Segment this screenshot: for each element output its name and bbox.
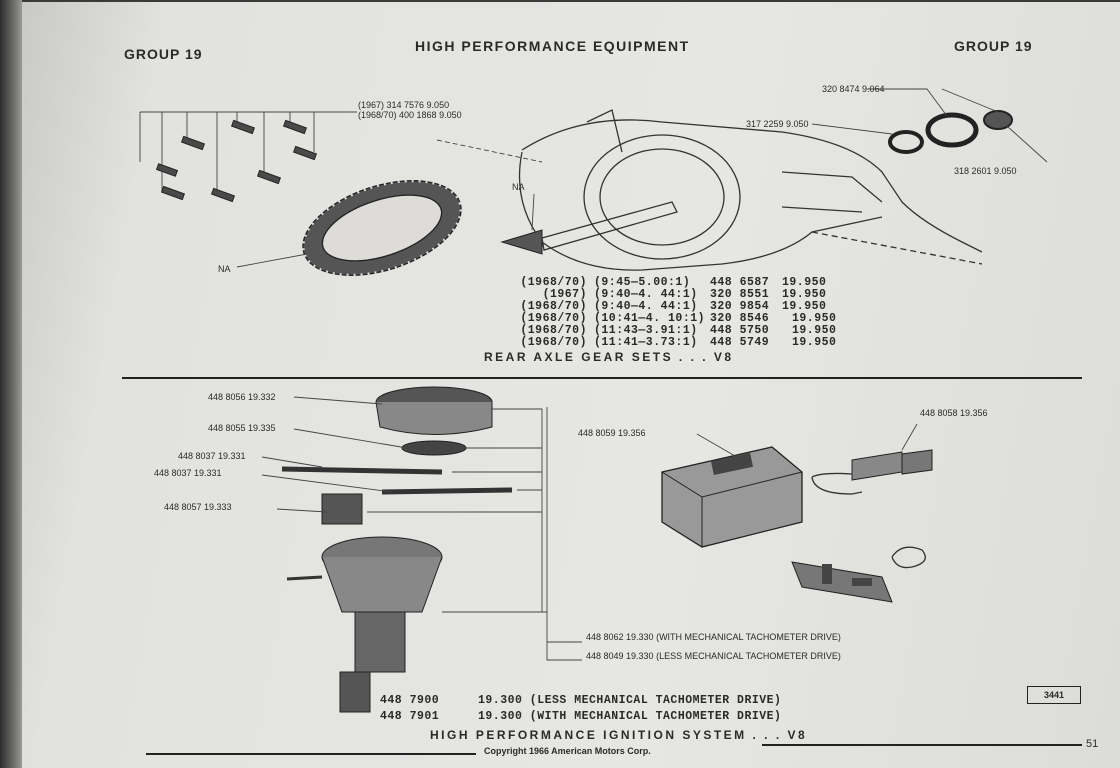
pinion-na-label: NA bbox=[512, 182, 525, 192]
gear-set-year: (1968/70) bbox=[520, 276, 587, 289]
gear-set-code: 19.950 bbox=[792, 336, 837, 349]
gear-set-part: 320 8546 bbox=[710, 312, 770, 325]
gear-set-part: 320 8551 bbox=[710, 288, 770, 301]
copyright-text: Copyright 1966 American Motors Corp. bbox=[484, 746, 651, 756]
tach-with-callout: 448 8062 19.330 (WITH MECHANICAL TACHOME… bbox=[586, 632, 841, 642]
bolt-callout-1968: (1968/70) 400 1868 9.050 bbox=[358, 110, 462, 120]
bolt-callout-1967: (1967) 314 7576 9.050 bbox=[358, 100, 450, 110]
gear-set-year: (1968/70) bbox=[520, 312, 587, 325]
ignition-amplifier-drawing bbox=[661, 433, 803, 548]
pinion-gear-drawing bbox=[500, 193, 678, 255]
header-group-left: GROUP 19 bbox=[124, 46, 203, 62]
seal-callout-2: 317 2259 9.050 bbox=[746, 119, 809, 129]
gear-set-ratio: (11:43—3.91:1) bbox=[594, 324, 698, 337]
header-group-right: GROUP 19 bbox=[954, 38, 1033, 54]
tach-less-callout: 448 8049 19.330 (LESS MECHANICAL TACHOME… bbox=[586, 651, 841, 661]
gear-set-year: (1968/70) bbox=[520, 300, 587, 313]
ring-gear-na-label: NA bbox=[218, 264, 231, 274]
dist-less-part: 448 7900 bbox=[380, 694, 440, 707]
gear-set-code: 19.950 bbox=[792, 324, 837, 337]
seal-callout-1: 320 8474 9.064 bbox=[822, 84, 885, 94]
gear-set-code: 19.950 bbox=[792, 312, 837, 325]
footer-rule-right bbox=[762, 744, 1082, 746]
distributor-cap-callout: 448 8056 19.332 bbox=[208, 392, 276, 402]
gear-set-ratio: (9:45—5.00:1) bbox=[594, 276, 691, 289]
ring-gear-drawing bbox=[236, 179, 463, 277]
footer-rule-left bbox=[146, 753, 476, 755]
ring-gear-bolts-drawing bbox=[139, 111, 357, 203]
dist-with-desc: 19.300 (WITH MECHANICAL TACHOMETER DRIVE… bbox=[478, 710, 782, 723]
axle-housing-drawing bbox=[436, 109, 983, 271]
section-divider bbox=[122, 377, 1082, 379]
pickup-coil-drawing bbox=[791, 423, 933, 603]
gear-set-part: 320 9854 bbox=[710, 300, 770, 313]
gear-set-part: 448 5750 bbox=[710, 324, 770, 337]
rod-callout-1: 448 8037 19.331 bbox=[178, 451, 246, 461]
pickup-callout: 448 8058 19.356 bbox=[920, 408, 988, 418]
rod-callout-2: 448 8037 19.331 bbox=[154, 468, 222, 478]
parts-illustration bbox=[139, 88, 1048, 713]
dist-less-desc: 19.300 (LESS MECHANICAL TACHOMETER DRIVE… bbox=[478, 694, 782, 707]
module-callout: 448 8057 19.333 bbox=[164, 502, 232, 512]
page-title: HIGH PERFORMANCE EQUIPMENT bbox=[415, 38, 690, 54]
gear-set-part: 448 6587 bbox=[710, 276, 770, 289]
gear-set-year: (1967) bbox=[542, 288, 587, 301]
axle-seals-drawing bbox=[811, 88, 1048, 163]
gear-set-code: 19.950 bbox=[782, 288, 827, 301]
ignition-caption: HIGH PERFORMANCE IGNITION SYSTEM . . . V… bbox=[430, 728, 808, 742]
page-number: 51 bbox=[1086, 738, 1099, 750]
amplifier-callout: 448 8059 19.356 bbox=[578, 428, 646, 438]
figure-number-box: 3441 bbox=[1027, 686, 1081, 704]
gear-set-ratio: (9:40—4. 44:1) bbox=[594, 288, 698, 301]
gear-set-year: (1968/70) bbox=[520, 324, 587, 337]
gear-set-year: (1968/70) bbox=[520, 336, 587, 349]
gear-set-part: 448 5749 bbox=[710, 336, 770, 349]
gear-set-ratio: (9:40—4. 44:1) bbox=[594, 300, 698, 313]
distributor-drawing bbox=[261, 386, 582, 713]
gear-set-ratio: (11:41—3.73:1) bbox=[594, 336, 698, 349]
catalog-page: GROUP 19 HIGH PERFORMANCE EQUIPMENT GROU… bbox=[22, 2, 1120, 768]
gear-set-code: 19.950 bbox=[782, 276, 827, 289]
seal-callout-3: 318 2601 9.050 bbox=[954, 166, 1017, 176]
book-binding bbox=[0, 0, 22, 768]
rotor-callout: 448 8055 19.335 bbox=[208, 423, 276, 433]
rear-axle-caption: REAR AXLE GEAR SETS . . . V8 bbox=[484, 350, 734, 364]
dist-with-part: 448 7901 bbox=[380, 710, 440, 723]
gear-set-ratio: (10:41—4. 10:1) bbox=[594, 312, 706, 325]
gear-set-code: 19.950 bbox=[782, 300, 827, 313]
